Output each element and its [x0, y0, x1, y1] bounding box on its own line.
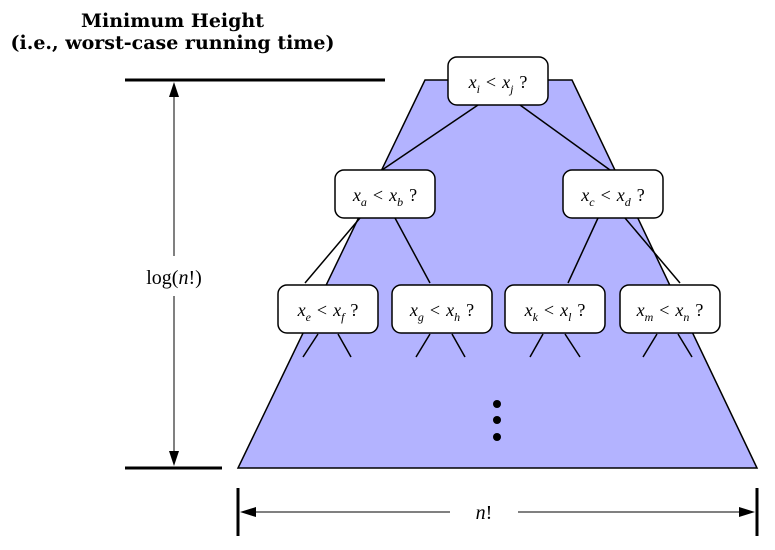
node-ll: xe<xf?: [277, 284, 379, 334]
node-left: xa<xb?: [334, 169, 436, 219]
svg-text:xm<xn?: xm<xn?: [636, 300, 704, 324]
svg-text:xk<xl?: xk<xl?: [524, 300, 586, 324]
svg-text:xi<xj?: xi<xj?: [468, 72, 528, 96]
title-line-1: Minimum Height: [80, 10, 265, 32]
svg-text:xc<xd?: xc<xd?: [580, 185, 644, 209]
svg-text:xe<xf?: xe<xf?: [297, 300, 359, 324]
node-root: xi<xj?: [447, 56, 549, 106]
title-line-2: (i.e., worst-case running time): [10, 32, 335, 54]
tree-region-trapezoid: [236, 79, 759, 469]
height-arrow: [169, 82, 179, 466]
continuation-dots: [493, 400, 501, 441]
svg-text:xa<xb?: xa<xb?: [352, 185, 417, 209]
width-arrow: [236, 488, 759, 536]
node-right: xc<xd?: [562, 169, 664, 219]
diagram-title: Minimum Height (i.e., worst-case running…: [0, 10, 345, 54]
node-rl: xk<xl?: [504, 284, 606, 334]
node-rr: xm<xn?: [619, 284, 721, 334]
svg-text:xg<xh?: xg<xh?: [409, 300, 474, 324]
width-label: n!: [476, 502, 493, 524]
height-label: log(n!): [146, 267, 202, 289]
tree-edges: [302, 104, 693, 358]
node-lr: xg<xh?: [391, 284, 493, 334]
